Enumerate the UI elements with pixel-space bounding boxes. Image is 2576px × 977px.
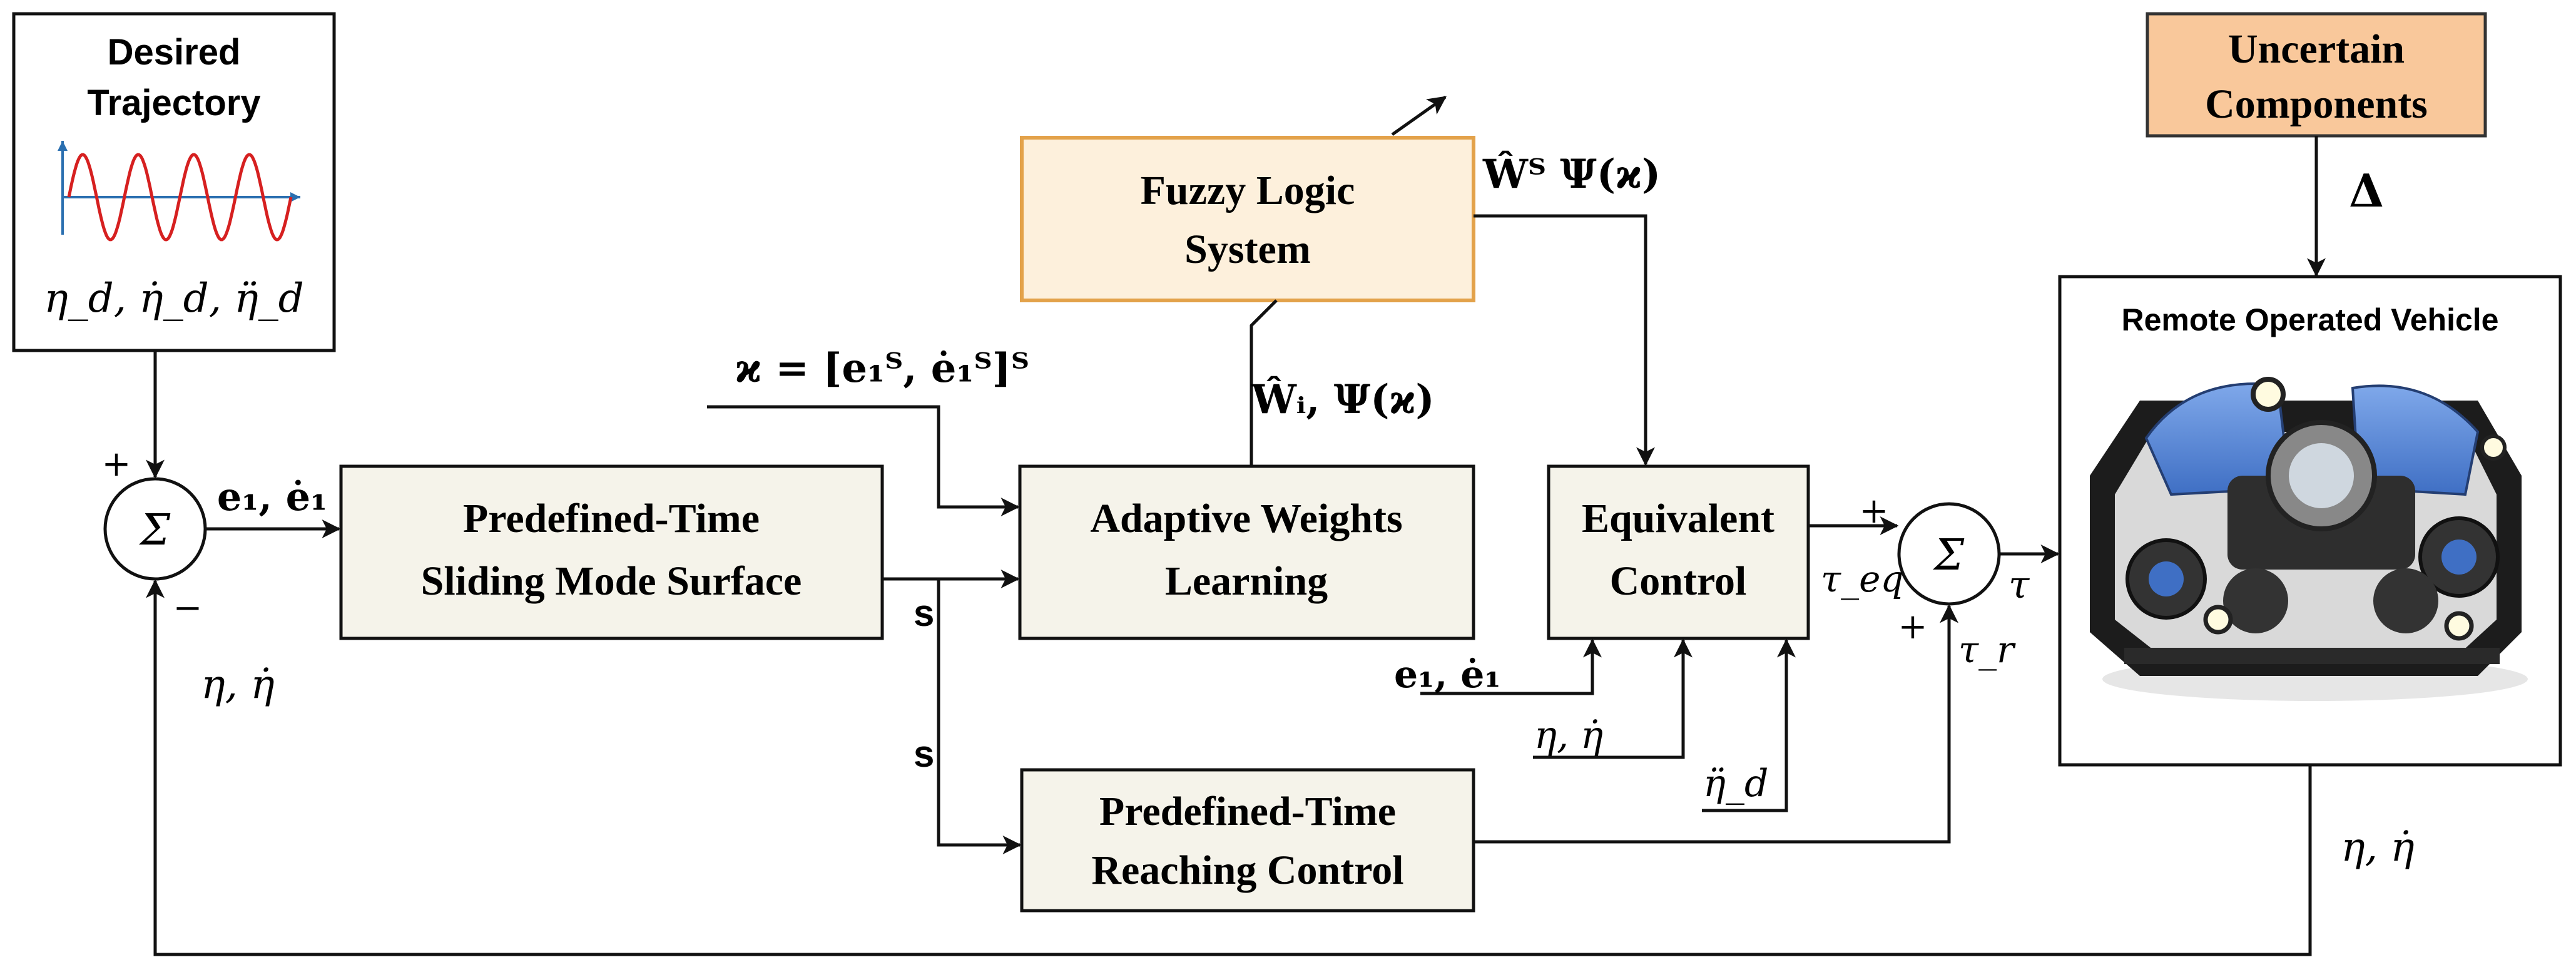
label-eq-e: e₁, ė₁ (1394, 653, 1501, 697)
fuzzy-logic-block: Fuzzy Logic System (1020, 136, 1475, 302)
adaptive-line-1: Adaptive Weights (1090, 496, 1402, 541)
sign-minus-left: − (173, 588, 203, 628)
arrow-fuzzy-output-diagonal (1391, 95, 1447, 136)
label-error: e₁, ė₁ (217, 474, 327, 519)
rov-block: Remote Operated Vehicle (2058, 275, 2562, 767)
arrow-s-to-reaching (937, 579, 1022, 854)
sine-wave-icon (58, 141, 300, 242)
label-feedback-bottom: η, η̇ (2341, 824, 2414, 871)
trajectory-title-1: Desired (108, 32, 241, 73)
label-s-upper: s (914, 592, 934, 634)
label-eq-etadd: η̈_d (1703, 762, 1768, 806)
label-kappa: ϰ = [e₁ᵀ, ė₁ᵀ]ᵀ (735, 345, 1029, 392)
label-wt-psi: Ŵᵀ Ψ(ϰ) (1482, 150, 1661, 198)
fuzzy-line-2: System (1184, 227, 1311, 272)
arrow-e-to-equivalent (1420, 638, 1602, 695)
arrow-kappa-to-adaptive (707, 405, 1020, 516)
sum-symbol-right: Σ (1932, 531, 1965, 580)
adaptive-line-2: Learning (1165, 558, 1328, 604)
pt-surface-line-2: Sliding Mode Surface (421, 558, 802, 604)
arrow-eta-to-equivalent (1533, 638, 1693, 759)
line-adaptive-to-fuzzy (1250, 299, 1278, 466)
trajectory-title-2: Trajectory (87, 83, 260, 123)
delta-label: Δ (2349, 164, 2384, 217)
arrow-fuzzy-to-equivalent (1474, 214, 1655, 466)
uncertain-line-1: Uncertain (2228, 26, 2405, 72)
label-tau-r: τ_r (1958, 628, 2016, 671)
sum-junction-right: Σ (1897, 502, 2001, 606)
fuzzy-line-1: Fuzzy Logic (1141, 168, 1355, 213)
arrow-feedback-loop (146, 579, 2312, 956)
sum-junction-left: Σ (103, 477, 207, 581)
uncertain-components-block: Uncertain Components (2146, 12, 2487, 138)
sum-symbol-left: Σ (138, 506, 171, 555)
equivalent-line-1: Equivalent (1582, 496, 1774, 541)
label-tau: τ (2008, 563, 2030, 607)
trajectory-signals: η_d, η̇_d, η̈_d (44, 275, 303, 322)
label-feedback-left: η, η̇ (201, 662, 274, 708)
sign-plus-left: + (102, 444, 131, 484)
equivalent-control-block: Equivalent Control (1547, 464, 1810, 640)
label-tau-eq: τ_eq (1821, 558, 1904, 600)
desired-trajectory-block: Desired Trajectory η_d, η̇_d, η̈_d (12, 12, 336, 352)
label-eq-eta: η, η̇ (1534, 714, 1603, 757)
sign-plus-right-bottom: + (1898, 606, 1928, 647)
pt-reaching-control-block: Predefined-Time Reaching Control (1020, 768, 1475, 913)
uncertain-line-2: Components (2205, 81, 2428, 127)
label-s-lower: s (914, 733, 934, 775)
label-w-psi: Ŵᵢ, Ψ(ϰ) (1251, 376, 1435, 423)
equivalent-line-2: Control (1610, 558, 1747, 604)
connections (146, 95, 2312, 956)
rov-title: Remote Operated Vehicle (2121, 302, 2498, 337)
reaching-line-2: Reaching Control (1091, 847, 1403, 893)
pt-surface-line-1: Predefined-Time (463, 496, 760, 541)
pt-sliding-surface-block: Predefined-Time Sliding Mode Surface (339, 464, 884, 640)
adaptive-weights-block: Adaptive Weights Learning (1018, 464, 1475, 640)
reaching-line-1: Predefined-Time (1099, 789, 1396, 834)
rov-image (2090, 377, 2528, 701)
arrow-etadd-to-equivalent (1702, 638, 1796, 812)
arrow-reaching-to-sum (1474, 604, 1958, 844)
